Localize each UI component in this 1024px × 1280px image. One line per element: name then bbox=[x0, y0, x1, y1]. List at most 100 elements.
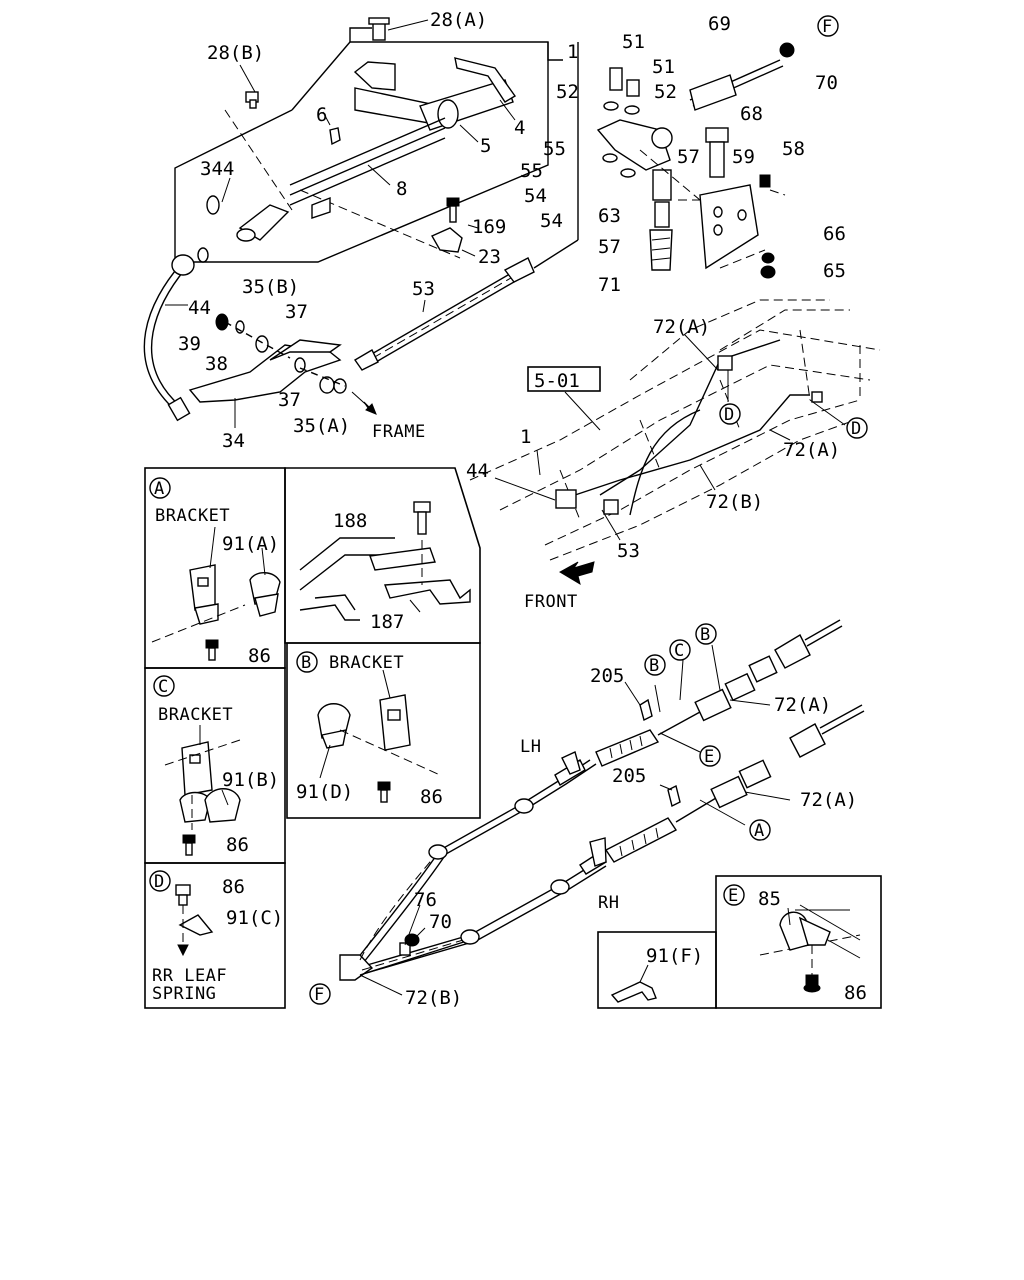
label-57-a: 57 bbox=[677, 146, 700, 168]
lever-bracket-icon bbox=[353, 61, 396, 91]
callout-d-right: D bbox=[846, 417, 868, 439]
bolt-28b-icon bbox=[245, 91, 259, 109]
label-1: 1 bbox=[567, 41, 578, 63]
label-37-lower: 37 bbox=[278, 389, 301, 411]
label-169: 169 bbox=[472, 216, 506, 238]
label-54-a: 54 bbox=[524, 185, 547, 207]
label-205-upper: 205 bbox=[590, 665, 624, 687]
svg-text:E: E bbox=[728, 886, 739, 906]
callout-b-inset: B bbox=[296, 651, 318, 673]
label-86-b: 86 bbox=[420, 786, 443, 808]
bolt-28a-icon bbox=[368, 17, 390, 41]
inset-e-parts bbox=[759, 904, 861, 993]
label-86-e: 86 bbox=[844, 982, 867, 1004]
caption-bracket-b: BRACKET bbox=[329, 653, 404, 673]
label-8: 8 bbox=[396, 178, 407, 200]
caption-bracket-c: BRACKET bbox=[158, 705, 233, 725]
callout-a-cable: A bbox=[749, 819, 771, 841]
svg-text:B: B bbox=[649, 656, 660, 676]
label-91b: 91(B) bbox=[222, 769, 279, 791]
down-arrow-icon bbox=[177, 944, 189, 957]
label-86-c: 86 bbox=[226, 834, 249, 856]
label-76: 76 bbox=[414, 889, 437, 911]
label-85: 85 bbox=[758, 888, 781, 910]
inset-a-parts bbox=[151, 526, 281, 661]
label-72a-lh: 72(A) bbox=[774, 694, 831, 716]
label-70-lower: 70 bbox=[429, 911, 452, 933]
caption-rh: RH bbox=[598, 893, 619, 913]
label-91f: 91(F) bbox=[646, 945, 703, 967]
callout-b-cable-2: B bbox=[644, 654, 666, 676]
label-23: 23 bbox=[478, 246, 501, 268]
clip-23-icon bbox=[431, 197, 479, 257]
label-63: 63 bbox=[598, 205, 621, 227]
label-52-b: 52 bbox=[654, 81, 677, 103]
label-4: 4 bbox=[514, 117, 525, 139]
label-58: 58 bbox=[782, 138, 805, 160]
callout-d-left: D bbox=[719, 403, 741, 425]
svg-text:A: A bbox=[154, 479, 165, 499]
label-37-upper: 37 bbox=[285, 301, 308, 323]
svg-text:D: D bbox=[851, 419, 862, 439]
cable-44 bbox=[143, 247, 209, 422]
inset-188-187-parts bbox=[299, 501, 471, 621]
washer-344-icon bbox=[206, 195, 220, 215]
label-71: 71 bbox=[598, 274, 621, 296]
svg-text:C: C bbox=[158, 677, 169, 697]
front-arrow-icon bbox=[559, 561, 595, 586]
equalizer-linkage bbox=[577, 42, 795, 279]
label-69: 69 bbox=[708, 13, 731, 35]
label-72a-rh: 72(A) bbox=[800, 789, 857, 811]
label-5: 5 bbox=[480, 135, 491, 157]
label-86-a: 86 bbox=[248, 645, 271, 667]
callout-a-inset: A bbox=[149, 477, 171, 499]
label-72a-frame-upper: 72(A) bbox=[653, 316, 710, 338]
captions: FRAME FRONT LH RH BRACKET BRACKET BRACKE… bbox=[152, 422, 619, 1004]
inset-d-parts bbox=[175, 884, 214, 957]
callout-b-cable-1: B bbox=[695, 623, 717, 645]
caption-bracket-a: BRACKET bbox=[155, 506, 230, 526]
label-70-upper: 70 bbox=[815, 72, 838, 94]
inset-c-parts bbox=[164, 725, 241, 856]
caption-front: FRONT bbox=[524, 592, 578, 612]
label-52-a: 52 bbox=[556, 81, 579, 103]
label-91a: 91(A) bbox=[222, 533, 279, 555]
svg-text:B: B bbox=[700, 625, 711, 645]
inset-frames bbox=[144, 467, 882, 1009]
label-39: 39 bbox=[178, 333, 201, 355]
label-35a: 35(A) bbox=[293, 415, 350, 437]
callout-d-inset: D bbox=[149, 870, 171, 892]
label-57-b: 57 bbox=[598, 236, 621, 258]
svg-text:E: E bbox=[704, 747, 715, 767]
callout-e-cable: E bbox=[699, 745, 721, 767]
vehicle-frame bbox=[351, 299, 881, 586]
caption-rr-leaf: RR LEAF bbox=[152, 966, 227, 986]
label-72a-frame-right: 72(A) bbox=[783, 439, 840, 461]
label-55-a: 55 bbox=[543, 138, 566, 160]
inset-f-parts bbox=[610, 964, 657, 1003]
callout-f-lower: F bbox=[309, 983, 331, 1005]
label-59: 59 bbox=[732, 146, 755, 168]
cable-53 bbox=[353, 239, 579, 371]
nut-57-icon bbox=[651, 127, 673, 149]
svg-text:F: F bbox=[314, 985, 325, 1005]
label-65: 65 bbox=[823, 260, 846, 282]
cable-assembly-lower bbox=[339, 619, 865, 996]
label-51-b: 51 bbox=[652, 56, 675, 78]
label-53: 53 bbox=[412, 278, 435, 300]
label-205-lower: 205 bbox=[612, 765, 646, 787]
label-187: 187 bbox=[370, 611, 404, 633]
label-1-frame: 1 bbox=[520, 426, 531, 448]
label-344: 344 bbox=[200, 158, 234, 180]
label-44-frame: 44 bbox=[466, 460, 489, 482]
handle-grip-icon bbox=[454, 57, 517, 103]
label-44: 44 bbox=[188, 297, 211, 319]
caption-spring: SPRING bbox=[152, 984, 216, 1004]
label-91c: 91(C) bbox=[226, 907, 283, 929]
label-6: 6 bbox=[316, 104, 327, 126]
caption-frame: FRAME bbox=[372, 422, 426, 442]
bracket-34 bbox=[188, 313, 347, 428]
callout-c-cable: C bbox=[669, 639, 691, 661]
callout-e-inset: E bbox=[723, 884, 745, 906]
label-54-b: 54 bbox=[540, 210, 563, 232]
